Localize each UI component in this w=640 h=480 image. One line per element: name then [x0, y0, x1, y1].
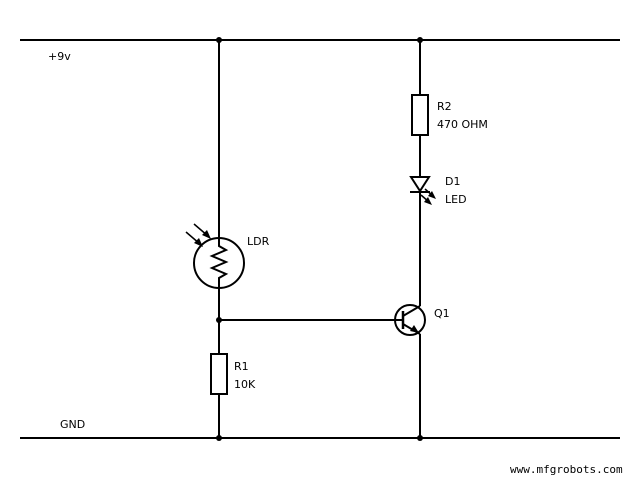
ldr-zigzag	[209, 240, 229, 286]
r1-name: R1	[234, 360, 249, 373]
q1-label: Q1	[434, 307, 450, 320]
r2-component: R2 470 OHM	[411, 94, 488, 136]
r1-value: 10K	[234, 378, 256, 391]
d1-value: LED	[445, 193, 467, 206]
q1-collector	[402, 305, 421, 317]
r2-name: R2	[437, 100, 452, 113]
led-light-arrowhead-2	[424, 197, 432, 205]
ldr-body	[193, 237, 245, 289]
r2-value: 470 OHM	[437, 118, 488, 131]
gnd-label: GND	[60, 418, 85, 431]
junction-dot-bottom-left	[216, 435, 222, 441]
junction-dot-top-left	[216, 37, 222, 43]
ldr-light-arrowhead-2	[202, 230, 211, 239]
led-light-arrowhead-1	[428, 191, 436, 199]
vcc-label: +9v	[48, 50, 71, 63]
d1-component: D1 LED	[409, 175, 467, 206]
r1-body	[210, 353, 228, 395]
led-triangle	[409, 176, 431, 193]
ldr-label: LDR	[247, 235, 270, 248]
r2-body	[411, 94, 429, 136]
watermark-text: www.mfgrobots.com	[510, 463, 623, 476]
ldr-component: LDR	[185, 223, 270, 289]
r1-component: R1 10K	[210, 353, 256, 395]
d1-name: D1	[445, 175, 460, 188]
q1-emitter-arrow	[410, 325, 419, 333]
ldr-light-arrowhead-1	[194, 238, 203, 247]
q1-component: Q1	[394, 304, 450, 336]
